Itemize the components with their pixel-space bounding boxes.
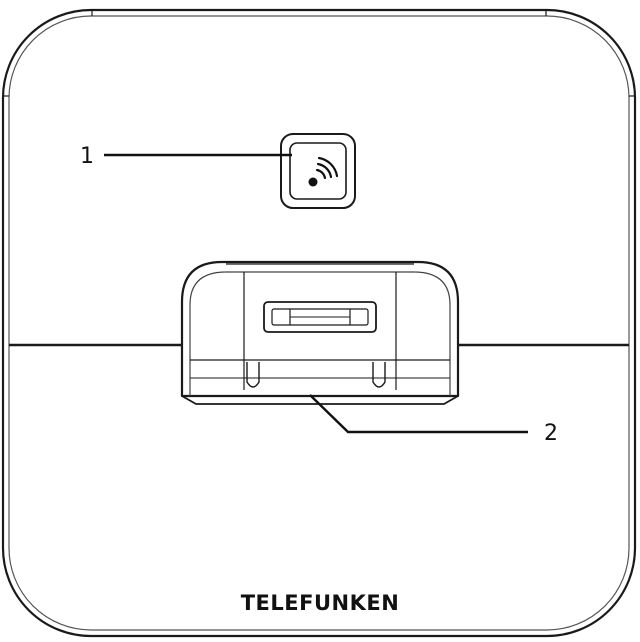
leader-line-2 [309, 394, 528, 434]
base-housing [1, 8, 637, 638]
housing-outer-outline [1, 8, 637, 638]
charging-contact-outer [263, 301, 377, 333]
cradle-clip-right [372, 362, 386, 388]
cradle-clip-left [246, 362, 260, 388]
callout-number-1: 1 [80, 144, 94, 169]
cradle-bottom-lip [181, 395, 459, 405]
callout-leaders [104, 153, 528, 434]
cradle-inner-rim [189, 271, 451, 396]
page-button[interactable] [280, 133, 356, 209]
charging-cradle [180, 260, 460, 405]
cradle-outer-shell [180, 260, 460, 398]
wireless-signal-icon [308, 156, 339, 187]
callout-number-2: 2 [544, 421, 558, 446]
brand-logo-text: TELEFUNKEN [241, 591, 400, 615]
charging-contact-inner [271, 308, 369, 326]
housing-inner-outline [8, 15, 630, 631]
